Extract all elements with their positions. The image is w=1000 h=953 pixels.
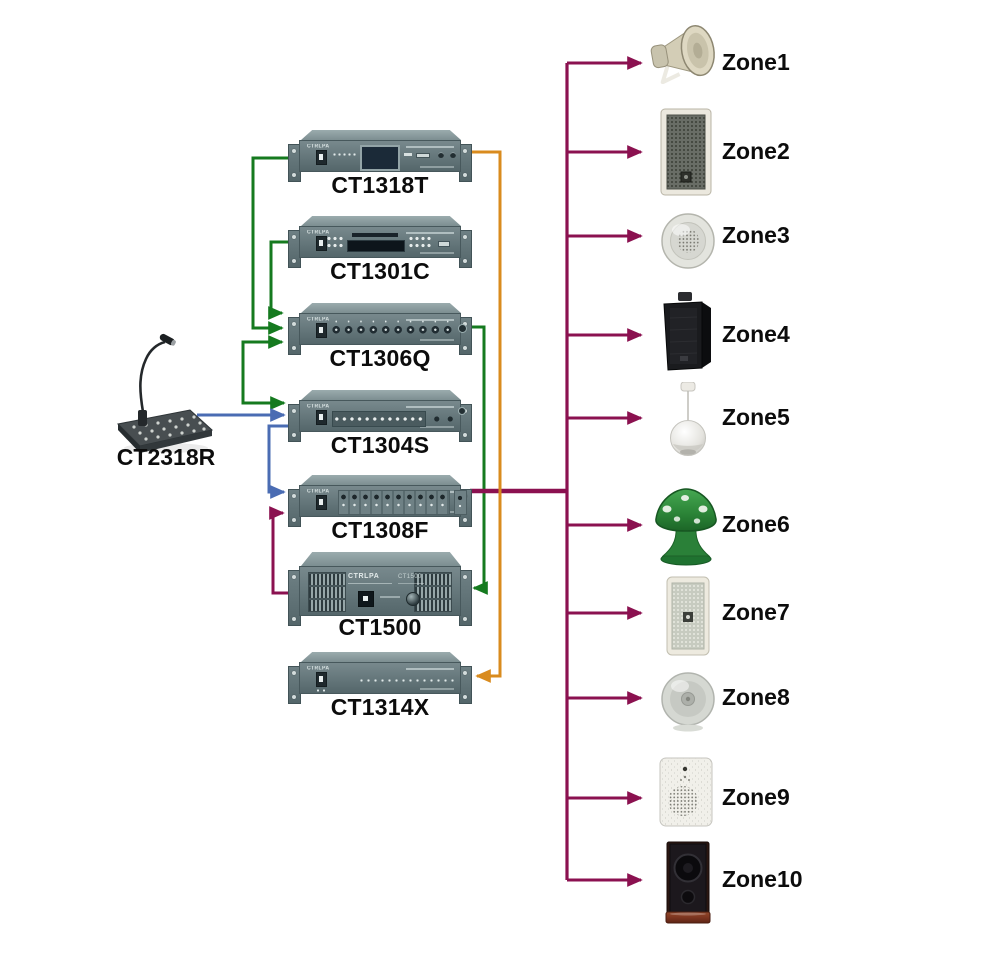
zone5-pendant-speaker-icon xyxy=(670,382,706,456)
brand-logo: CTRLPA xyxy=(307,404,330,410)
zone-label-7: Zone7 xyxy=(722,599,790,625)
brand-logo: CTRLPA xyxy=(348,573,380,580)
zone1-horn-speaker-icon xyxy=(650,25,715,84)
brand-logo: CTRLPA xyxy=(307,666,330,672)
power-button xyxy=(358,591,374,607)
wire-link-to-ct1304s xyxy=(241,373,286,410)
wire-link-to-ct1306q xyxy=(241,335,284,373)
zone-label-1: Zone1 xyxy=(722,49,790,75)
brand-logo: CTRLPA xyxy=(307,144,330,150)
indicator-leds xyxy=(358,678,456,683)
gooseneck-paging-microphone-icon xyxy=(116,333,214,453)
zone7-column-speaker-icon xyxy=(666,576,710,656)
power-switch xyxy=(316,672,327,687)
device-label-ct1500: CT1500 xyxy=(338,614,422,640)
zone8-ceiling-speaker-icon xyxy=(661,672,715,732)
zone-label-10: Zone10 xyxy=(722,866,803,892)
device-label-ct1318t: CT1318T xyxy=(331,172,429,198)
wire-ct1304s-to-ct1308f xyxy=(267,424,289,499)
mic-label: CT2318R xyxy=(116,444,216,470)
zone-label-4: Zone4 xyxy=(722,321,790,347)
selector-buttons xyxy=(332,411,426,427)
device-ct1304s: CTRLPA xyxy=(288,390,472,442)
zone-label-3: Zone3 xyxy=(722,222,790,248)
lcd-screen xyxy=(360,145,400,171)
zone-label-8: Zone8 xyxy=(722,684,790,710)
zone2-column-speaker-icon xyxy=(660,108,712,196)
device-label-ct1306q: CT1306Q xyxy=(329,345,431,371)
zone6-mushroom-speaker-icon xyxy=(655,488,717,566)
mixer-knobs xyxy=(330,323,454,338)
wire-ct1318t-to-ct1306q xyxy=(251,156,289,335)
device-ct1301c: CTRLPA xyxy=(288,216,472,268)
volume-knob xyxy=(406,592,420,606)
zone3-ceiling-speaker-icon xyxy=(661,213,715,269)
zone4-wall-speaker-icon xyxy=(663,292,711,371)
wire-ct1500-to-ct1308f xyxy=(269,506,293,595)
device-label-ct1304s: CT1304S xyxy=(330,432,430,458)
device-ct1306q: CTRLPA xyxy=(288,303,472,355)
zone-label-2: Zone2 xyxy=(722,138,790,164)
zone-label-9: Zone9 xyxy=(722,784,790,810)
device-ct1314x: CTRLPA xyxy=(288,652,472,704)
brand-logo: CTRLPA xyxy=(307,489,330,495)
wire-ct1318t-to-ct1314x xyxy=(470,150,502,683)
power-switch xyxy=(316,323,327,338)
device-ct1308f: CTRLPA xyxy=(288,475,472,527)
zone9-wall-panel-speaker-icon xyxy=(659,757,713,827)
zone10-cabinet-speaker-icon xyxy=(665,841,711,924)
zone-label-6: Zone6 xyxy=(722,511,790,537)
device-ct1500: CTRLPA CT1500 xyxy=(288,552,472,626)
device-label-ct1301c: CT1301C xyxy=(330,258,430,284)
device-top-face xyxy=(301,130,461,140)
brand-logo: CTRLPA xyxy=(307,317,330,323)
panel-model-text: CT1500 xyxy=(398,574,422,580)
device-label-ct1308f: CT1308F xyxy=(331,517,429,543)
device-label-ct1314x: CT1314X xyxy=(330,694,430,720)
wire-ct1301c-to-ct1306q xyxy=(268,240,289,320)
cd-slot xyxy=(352,233,398,237)
power-switch xyxy=(316,410,327,425)
vent-grille xyxy=(308,572,346,612)
zone-modules xyxy=(338,490,450,515)
cd-display xyxy=(347,240,405,252)
brand-logo: CTRLPA xyxy=(307,230,330,236)
wire-ct1306q-to-ct1500 xyxy=(470,325,488,595)
zone-label-5: Zone5 xyxy=(722,404,790,430)
power-switch xyxy=(316,150,327,165)
vent-grille xyxy=(414,572,452,612)
power-switch xyxy=(316,495,327,510)
device-ct1318t: CTRLPA xyxy=(288,130,472,182)
